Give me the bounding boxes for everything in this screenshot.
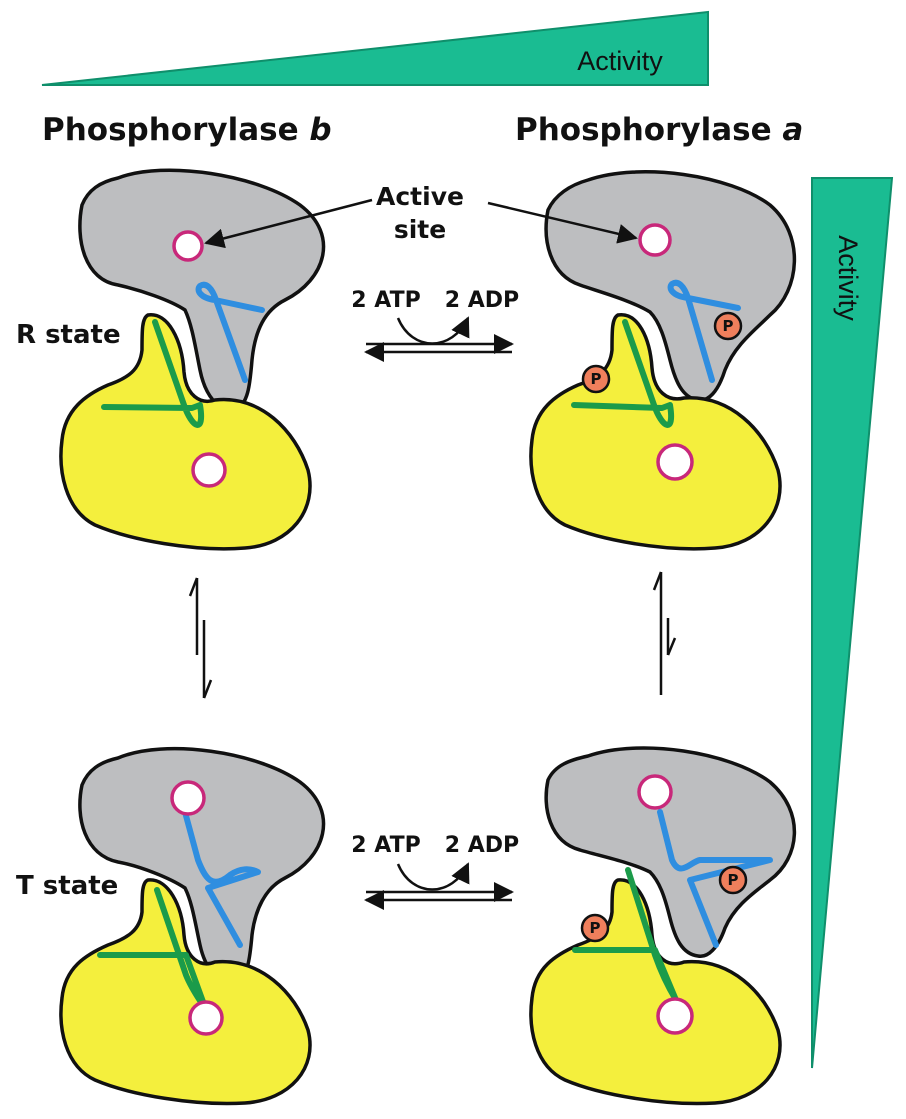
reaction-bottom-curved-arrow bbox=[396, 862, 470, 891]
r-state-label: R state bbox=[16, 320, 121, 350]
phosphate-label: P bbox=[728, 871, 739, 889]
active-site-pointer-right bbox=[487, 201, 638, 244]
active-site-pointer-left bbox=[204, 198, 373, 249]
reaction-bottom-atp: 2 ATP bbox=[351, 833, 420, 858]
activity-label-horizontal: Activity bbox=[577, 46, 663, 76]
heading-phosphorylase-b: Phosphorylase b bbox=[42, 112, 332, 148]
enzyme-t-state-phosphorylase-b bbox=[61, 749, 324, 1104]
phosphate-label: P bbox=[591, 370, 602, 388]
enzyme-t-state-phosphorylase-a bbox=[531, 748, 794, 1103]
activity-wedge-horizontal bbox=[41, 10, 709, 86]
equilibrium-arrows-right bbox=[652, 571, 677, 695]
enzyme-r-state-phosphorylase-b bbox=[61, 170, 324, 549]
active-site-label-line1: Active bbox=[376, 182, 464, 211]
phosphate-label: P bbox=[590, 919, 601, 937]
reaction-top-curved-arrow bbox=[396, 316, 470, 345]
activity-label-vertical: Activity bbox=[833, 235, 863, 321]
activity-wedge-vertical bbox=[811, 177, 894, 1069]
equilibrium-arrows-left bbox=[188, 577, 213, 699]
active-site-label-line2: site bbox=[394, 215, 446, 244]
enzyme-r-state-phosphorylase-a bbox=[531, 172, 794, 549]
reaction-top-atp: 2 ATP bbox=[351, 288, 420, 313]
reaction-top-adp: 2 ADP bbox=[445, 288, 519, 313]
t-state-label: T state bbox=[16, 871, 118, 901]
reaction-bottom-adp: 2 ADP bbox=[445, 833, 519, 858]
phosphate-label: P bbox=[723, 317, 734, 335]
heading-phosphorylase-a: Phosphorylase a bbox=[515, 112, 803, 148]
